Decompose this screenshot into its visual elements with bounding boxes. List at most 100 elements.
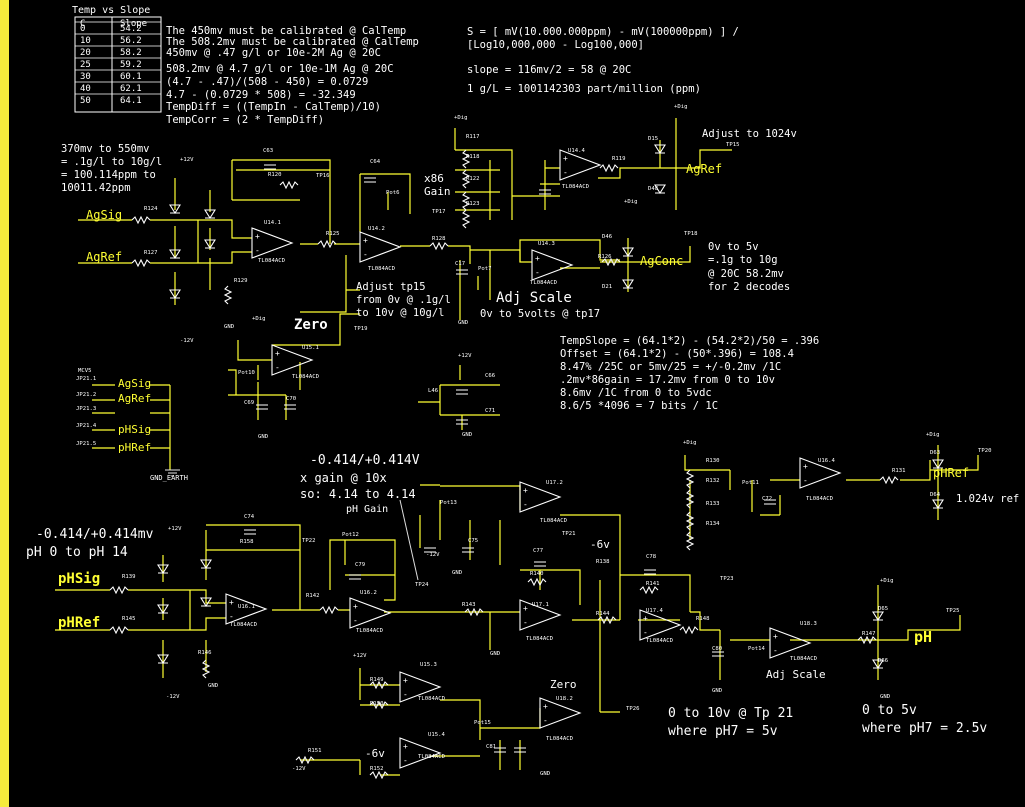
part-designator: TL084ACD xyxy=(546,736,574,742)
net-phref-out: pHRef xyxy=(933,466,969,480)
part-designator: R125 xyxy=(326,231,339,237)
capacitor xyxy=(494,747,506,753)
supply-label: +Dig xyxy=(674,104,687,110)
part-designator: D63 xyxy=(930,450,940,456)
capacitor xyxy=(644,569,656,575)
resistor xyxy=(131,258,151,268)
diode xyxy=(157,654,169,665)
part-designator: U16.4 xyxy=(818,458,835,464)
zero-top-label: Zero xyxy=(294,317,328,333)
part-designator: D64 xyxy=(930,492,941,498)
part-designator: JP21.3 xyxy=(76,406,96,412)
diode xyxy=(200,559,212,570)
out1-line: where pH7 = 5v xyxy=(668,724,778,739)
resistor xyxy=(223,285,233,305)
capacitor xyxy=(462,547,474,553)
part-designator: C66 xyxy=(485,373,495,379)
resistor xyxy=(369,680,389,690)
resistor xyxy=(295,755,315,765)
part-designator: TL084ACD xyxy=(368,266,396,272)
part-designator: R129 xyxy=(234,278,247,284)
part-designator: R120 xyxy=(268,172,281,178)
part-designator: TL084ACD xyxy=(356,628,384,634)
net-phsig: pHSig xyxy=(58,571,100,587)
diode xyxy=(157,604,169,615)
part-designator: U18.2 xyxy=(556,696,573,702)
part-designator: C71 xyxy=(485,408,495,414)
capacitor xyxy=(284,404,296,410)
tempslope-line: .2mv*86gain = 17.2mv from 0 to 10v xyxy=(560,374,775,386)
svg-text:+: + xyxy=(403,676,408,685)
opamp-triangle xyxy=(639,609,682,641)
table-cell-slope: 56.2 xyxy=(120,36,142,46)
net-agref: AgRef xyxy=(86,250,122,264)
supply-label: +Dig xyxy=(880,578,893,584)
ph-range-line: -0.414/+0.414mv xyxy=(36,527,154,542)
diode xyxy=(622,279,634,290)
resistor xyxy=(679,625,699,635)
part-designator: C78 xyxy=(646,554,657,560)
resistor xyxy=(527,577,547,587)
decoupling-block xyxy=(418,365,500,430)
part-designator: Pot15 xyxy=(474,720,491,726)
range-notes: 370mv to 550mv = .1g/l to 10g/l = 100.11… xyxy=(61,143,162,194)
supply-label: +12V xyxy=(353,653,367,659)
part-designator: C63 xyxy=(263,148,273,154)
adjust-tp15-line: from 0v @ .1g/l xyxy=(356,294,451,306)
opamp-triangle xyxy=(225,593,268,625)
part-designator: R118 xyxy=(466,154,480,160)
part-designator: TL084ACD xyxy=(530,280,558,286)
svg-text:+: + xyxy=(523,486,528,495)
net-agsig: AgSig xyxy=(86,208,122,222)
capacitor xyxy=(456,419,468,425)
resistor xyxy=(601,257,621,267)
supply-label: +Dig xyxy=(454,115,467,121)
part-designator: TP15 xyxy=(726,142,739,148)
part-designator: L46 xyxy=(428,388,438,394)
table-cell-temp: 50 xyxy=(80,96,91,106)
adjust-tp15-line: Adjust tp15 xyxy=(356,281,426,293)
net-agconc: AgConc xyxy=(640,254,683,268)
resistor xyxy=(685,511,695,531)
part-designator: TP26 xyxy=(626,706,639,712)
part-designator: Pot10 xyxy=(238,370,255,376)
adj-scale-small-label: Adj Scale xyxy=(766,668,826,681)
supply-label: GND xyxy=(540,771,551,777)
diode xyxy=(157,564,169,575)
part-designator: R144 xyxy=(596,611,610,617)
part-designator: TL084ACD xyxy=(790,656,818,662)
supply-label: GND xyxy=(462,432,473,438)
note-line: TempCorr = (2 * TempDiff) xyxy=(166,114,324,126)
annotations: Adjust to 1024v x86 Gain Adjust tp15 fro… xyxy=(26,128,1019,760)
svg-text:+: + xyxy=(643,614,648,623)
opamp-symbols: +-+-+-+-+-+-+-+-+-+-+-+-+-+-+- xyxy=(225,149,842,769)
part-designator: TP16 xyxy=(316,173,329,179)
part-designator: R123 xyxy=(466,201,479,207)
part-designator: R132 xyxy=(706,478,719,484)
opamp-triangle xyxy=(519,599,562,631)
part-designator: TP17 xyxy=(432,209,445,215)
svg-text:+: + xyxy=(275,349,280,358)
ag-channel-wiring xyxy=(78,118,732,420)
part-designator: Pot12 xyxy=(342,532,359,538)
ph-gain-note-line: -0.414/+0.414V xyxy=(310,453,420,468)
table-header-c: C xyxy=(80,19,85,29)
part-designator: JP21.2 xyxy=(76,392,96,398)
part-designator: U18.3 xyxy=(800,621,817,627)
part-designator: TP18 xyxy=(684,231,698,237)
opamp-triangle xyxy=(271,344,314,376)
part-designator: C72 xyxy=(762,496,772,502)
resistor xyxy=(685,469,695,489)
part-designator: Pot7 xyxy=(478,266,491,272)
part-designator: U14.2 xyxy=(368,226,385,232)
svg-text:-: - xyxy=(403,690,408,699)
net-ph-out: pH xyxy=(914,628,932,646)
formula-line: slope = 116mv/2 = 58 @ 20C xyxy=(467,64,631,76)
diode xyxy=(654,144,666,155)
resistor xyxy=(597,615,617,625)
note-line: The 508.2mv must be calibrated @ CalTemp xyxy=(166,36,419,48)
svg-text:-: - xyxy=(543,716,548,725)
part-designator: TL084ACD xyxy=(230,622,258,628)
adjust-tp15-line: to 10v @ 10g/l xyxy=(356,307,445,319)
capacitor xyxy=(456,389,468,395)
